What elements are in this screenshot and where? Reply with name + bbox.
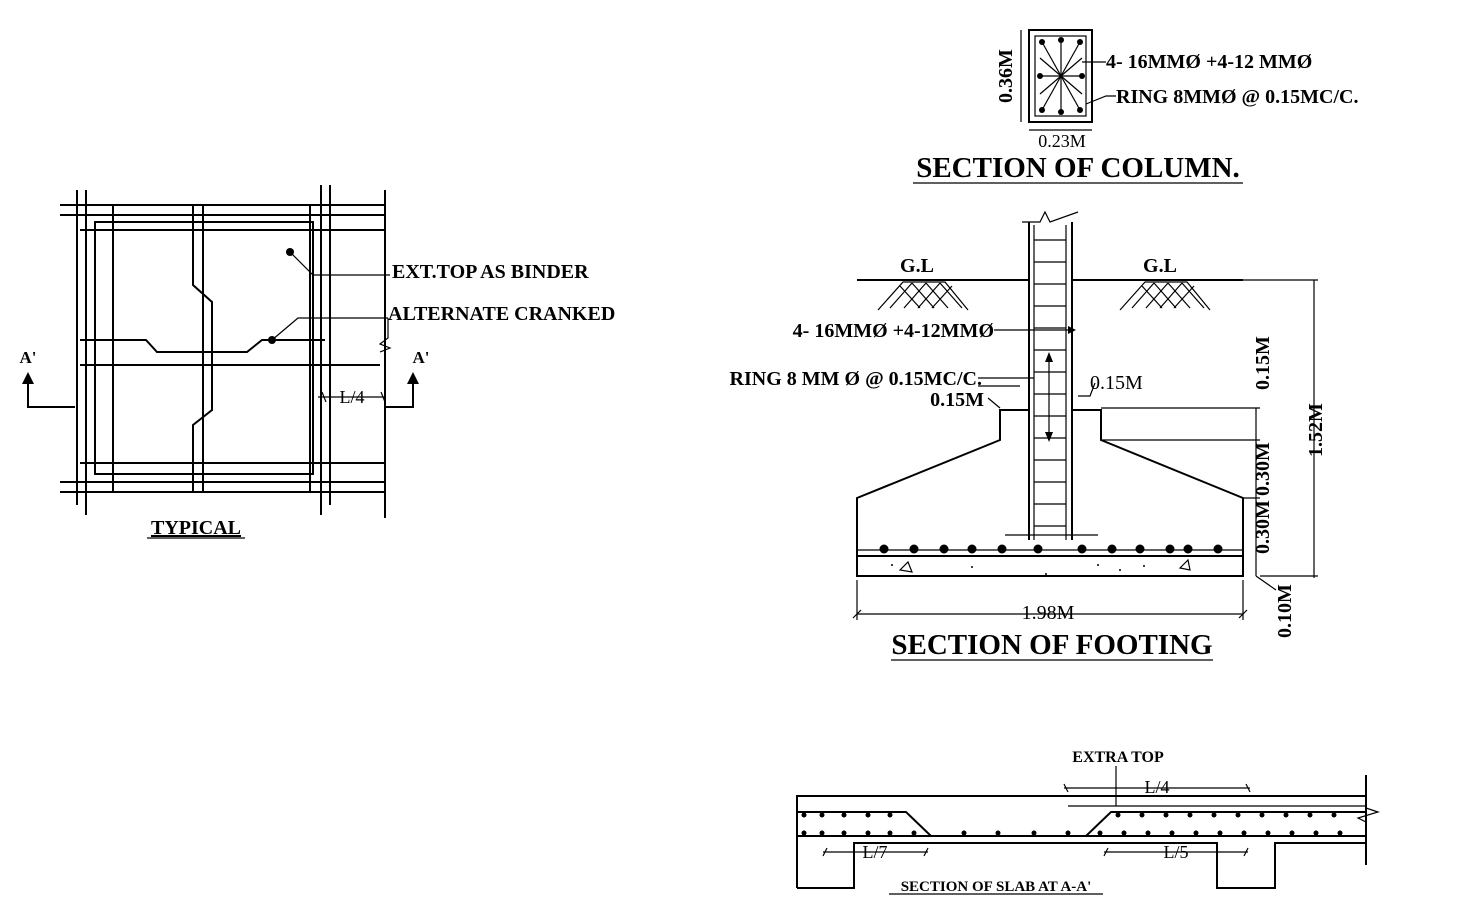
earth-hatch-right [1119,281,1211,311]
gl-left: G.L [900,255,934,277]
footing-dim-right-015: 0.15M [1090,372,1143,394]
slab-dim-l4: L/4 [1145,777,1170,797]
gl-right: G.L [1143,255,1177,277]
column-dim-width: 0.23M [1038,131,1086,151]
column-section: 0.36M 0.23M 4- 16MMØ +4-12 MMØ RING 8MMØ… [913,29,1358,184]
column-label-bars: 4- 16MMØ +4-12 MMØ [1106,51,1312,73]
footing-dim-width: 1.98M [1022,602,1075,624]
slab-section: EXTRA TOP L/4 L/7 L/5 SECTION OF SLAB AT… [796,749,1380,895]
footing-label-ring: RING 8 MM Ø @ 0.15MC/C. [730,368,982,390]
footing-dim-v-030b: 0.30M [1252,500,1274,554]
footing-dim-v-015: 0.15M [1252,336,1274,390]
earth-hatch-left [877,281,969,311]
typical-slab-plan: A' A' L/4 EXT.TOP AS BINDER ALTERNATE CR… [20,185,615,539]
slab-bars [801,812,1343,836]
title-footing-section: SECTION OF FOOTING [891,629,1212,661]
footing-label-bars: 4- 16MMØ +4-12MMØ [793,320,994,342]
column-dim-height: 0.36M [995,49,1017,103]
column-label-ring: RING 8MMØ @ 0.15MC/C. [1116,86,1358,108]
title-typical: TYPICAL [151,517,241,539]
slab-dim-l7: L/7 [863,842,888,862]
section-mark-right: A' [413,348,430,367]
slab-dim-l5: L/5 [1164,842,1189,862]
footing-section: G.L G.L 4- 16MMØ +4-12MMØ RING 8 MM Ø @ … [730,210,1327,661]
section-mark-left: A' [20,348,37,367]
title-slab-section: SECTION OF SLAB AT A-A' [901,879,1092,895]
label-ext-top-binder: EXT.TOP AS BINDER [392,261,589,283]
footing-dim-total: 1.52M [1305,403,1327,457]
footing-dim-v-010: 0.10M [1274,584,1296,638]
dim-l4-plan: L/4 [340,387,365,407]
slab-label-extra-top: EXTRA TOP [1072,749,1164,766]
footing-bottom-bars [879,544,1223,554]
title-column-section: SECTION OF COLUMN. [916,152,1240,184]
label-alternate-cranked: ALTERNATE CRANKED [388,303,615,325]
pcc-bed-speckle [891,558,1191,575]
column-ties [1034,239,1066,527]
footing-dim-v-030a: 0.30M [1252,442,1274,496]
footing-dim-left-015: 0.15M [930,389,984,411]
